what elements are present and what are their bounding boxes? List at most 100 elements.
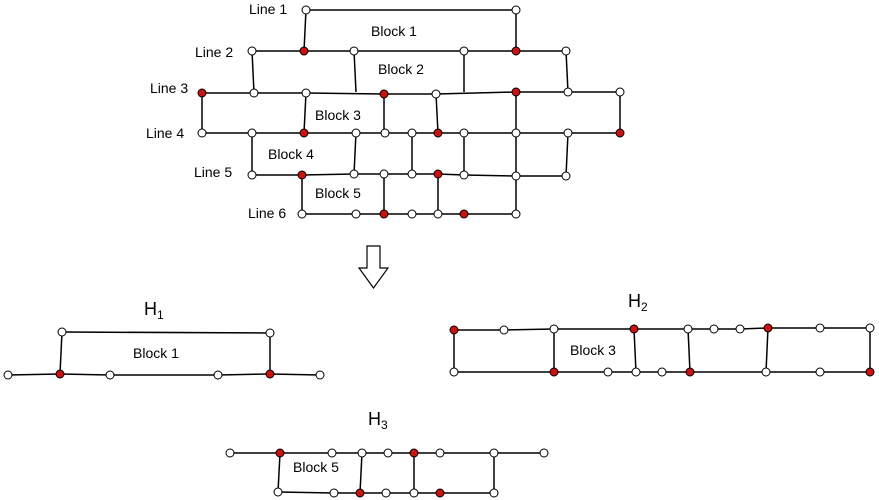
h1-edge — [59, 373, 111, 376]
node — [349, 169, 359, 179]
red-node — [275, 448, 285, 458]
node — [297, 209, 307, 219]
node — [511, 209, 521, 219]
node — [489, 448, 499, 458]
node — [449, 367, 459, 377]
red-node — [435, 488, 445, 498]
connector-edge — [251, 50, 255, 94]
node — [315, 370, 325, 380]
edges — [7, 9, 871, 494]
node — [563, 128, 573, 138]
node — [357, 448, 367, 458]
node — [225, 448, 235, 458]
node — [815, 367, 825, 377]
node — [563, 87, 573, 97]
red-node — [379, 209, 389, 219]
h1-edge — [7, 373, 61, 376]
node — [351, 128, 361, 138]
node — [247, 128, 257, 138]
node — [499, 325, 509, 335]
h3-block-label: Block 5 — [293, 459, 339, 475]
connector-edge — [565, 132, 569, 177]
red-node — [433, 128, 443, 138]
node — [511, 128, 521, 138]
node — [265, 328, 275, 338]
red-node — [409, 448, 419, 458]
red-node — [865, 367, 875, 377]
h1-edge — [269, 373, 321, 376]
block-4-label: Block 4 — [268, 146, 314, 162]
h1-edge — [61, 331, 271, 334]
node — [761, 367, 771, 377]
node — [273, 487, 283, 497]
h1-title: H1 — [144, 299, 164, 322]
h1-edge — [59, 331, 63, 375]
connector-edge — [353, 50, 357, 93]
red-node — [685, 367, 695, 377]
node — [561, 46, 571, 56]
line-3-edge — [305, 92, 385, 95]
node — [539, 448, 549, 458]
line-6-label: Line 6 — [248, 205, 286, 221]
node — [407, 209, 417, 219]
nodes — [3, 5, 875, 498]
red-node — [459, 209, 469, 219]
red-node — [763, 323, 773, 333]
node — [815, 323, 825, 333]
node — [327, 448, 337, 458]
h2-connector — [633, 328, 637, 373]
block-5-label: Block 5 — [315, 185, 361, 201]
h2-title: H2 — [628, 291, 648, 314]
red-node — [265, 369, 275, 379]
connector-edge — [303, 92, 307, 134]
line-5-edge — [301, 173, 355, 176]
h3-title: H3 — [368, 409, 388, 432]
line-5-edge — [463, 174, 517, 177]
red-node — [55, 369, 65, 379]
red-node — [355, 488, 365, 498]
node — [213, 370, 223, 380]
node — [431, 89, 441, 99]
node — [380, 128, 390, 138]
h1-block-label: Block 1 — [133, 345, 179, 361]
node — [433, 209, 443, 219]
connector-edge — [303, 9, 307, 52]
node — [865, 323, 875, 333]
red-node — [379, 89, 389, 99]
h3-edge — [277, 491, 335, 494]
line-1-label: Line 1 — [249, 1, 287, 17]
red-node — [615, 128, 625, 138]
node — [351, 209, 361, 219]
h1-edge — [217, 373, 271, 376]
node — [349, 46, 359, 56]
node — [561, 171, 571, 181]
h3-connector — [359, 452, 363, 494]
node — [247, 170, 257, 180]
node — [459, 46, 469, 56]
node — [459, 170, 469, 180]
node — [511, 171, 521, 181]
h2-block-label: Block 3 — [570, 342, 616, 358]
block-3-label: Block 3 — [315, 107, 361, 123]
h2-connector — [687, 328, 691, 373]
node — [57, 327, 67, 337]
node — [197, 128, 207, 138]
red-node — [299, 128, 309, 138]
red-node — [299, 46, 309, 56]
connector-edge — [565, 50, 569, 93]
node — [435, 448, 445, 458]
node — [657, 367, 667, 377]
node — [409, 488, 419, 498]
block-2-label: Block 2 — [378, 61, 424, 77]
node — [301, 88, 311, 98]
node — [381, 488, 391, 498]
node — [511, 5, 521, 15]
node — [3, 370, 13, 380]
red-node — [549, 367, 559, 377]
node — [735, 324, 745, 334]
node — [301, 5, 311, 15]
red-node — [629, 324, 639, 334]
connector-edge — [435, 93, 439, 134]
h3-connector — [277, 452, 281, 493]
